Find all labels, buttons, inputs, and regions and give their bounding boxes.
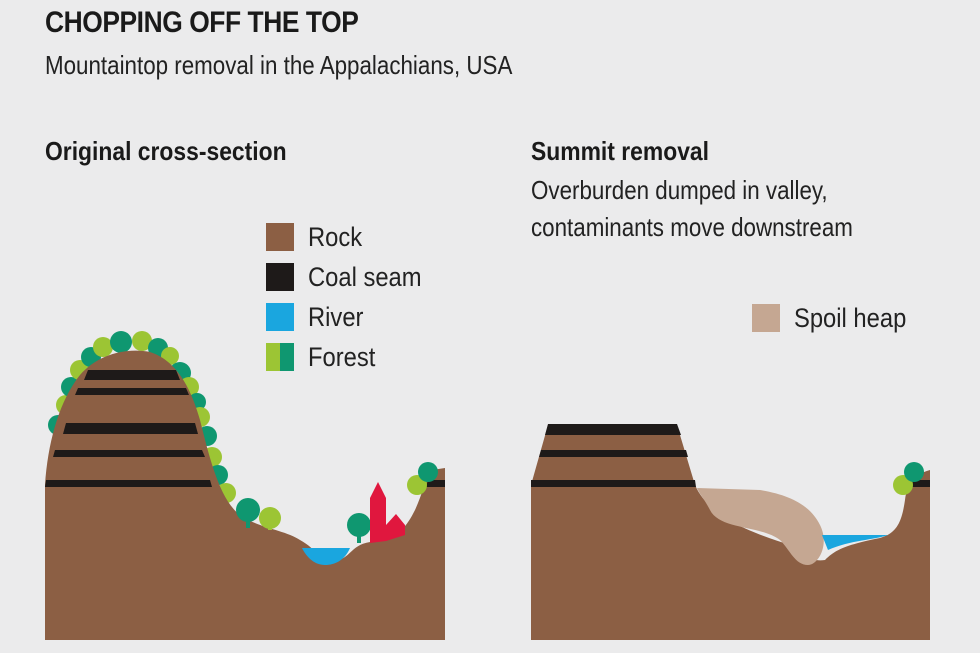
legend-summit-removal: Spoil heap: [752, 298, 922, 338]
legend-item-forest: Forest: [266, 337, 437, 377]
legend-label: River: [308, 301, 364, 332]
legend-label: Coal seam: [308, 261, 422, 292]
spoil-heap-swatch-icon: [752, 304, 780, 332]
summit-removal-cross-section: [531, 424, 930, 640]
coal-seams: [531, 424, 930, 487]
river-original: [302, 548, 350, 565]
spoil-heap: [697, 488, 824, 565]
village-church-icon: [370, 482, 405, 543]
legend-label: Rock: [308, 221, 363, 252]
page-subtitle: Mountaintop removal in the Appalachians,…: [45, 50, 513, 80]
river-summit: [822, 535, 888, 550]
legend-item-spoil-heap: Spoil heap: [752, 298, 922, 338]
rock-swatch-icon: [266, 223, 294, 251]
original-cross-section: [45, 331, 445, 640]
legend-item-rock: Rock: [266, 217, 437, 257]
rock-mass: [45, 350, 445, 640]
panel-title-summit-removal: Summit removal: [531, 136, 710, 166]
legend-item-river: River: [266, 297, 437, 337]
tree-icon: [893, 462, 924, 495]
coal-seam-swatch-icon: [266, 263, 294, 291]
coal-seams: [45, 370, 445, 487]
rock-mass: [531, 425, 930, 640]
page-title: CHOPPING OFF THE TOP: [45, 6, 359, 39]
legend-label: Spoil heap: [794, 302, 907, 333]
panel-title-original: Original cross-section: [45, 136, 287, 166]
panel-description-summit-removal: Overburden dumped in valley, contaminant…: [531, 172, 853, 246]
description-line: contaminants move downstream: [531, 212, 853, 242]
legend-original: Rock Coal seam River Forest: [266, 217, 437, 377]
river-swatch-icon: [266, 303, 294, 331]
legend-item-coal-seam: Coal seam: [266, 257, 437, 297]
legend-label: Forest: [308, 341, 376, 372]
tree-icon: [236, 462, 438, 543]
description-line: Overburden dumped in valley,: [531, 175, 828, 205]
forest-swatch-icon: [266, 343, 294, 371]
